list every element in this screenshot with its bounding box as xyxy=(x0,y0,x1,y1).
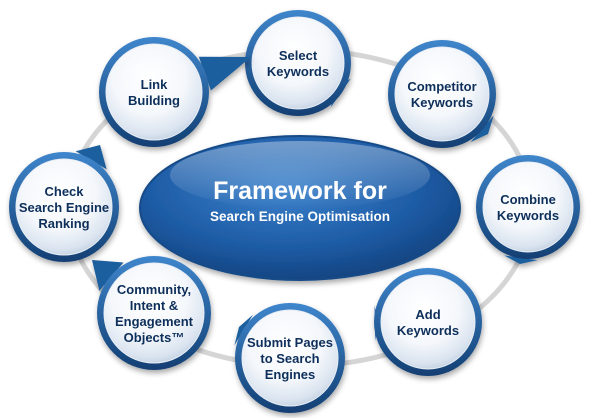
node-label-submit-pages: to Search xyxy=(260,351,319,366)
node-pointer xyxy=(92,260,124,291)
node-label-link-building: Link xyxy=(141,77,168,92)
node-pointer xyxy=(75,145,107,170)
node-check-ranking xyxy=(9,145,119,262)
node-label-combine-keywords: Keywords xyxy=(497,208,559,223)
node-submit-pages xyxy=(234,303,345,413)
node-select-keywords xyxy=(245,10,351,116)
node-link-building xyxy=(99,37,251,147)
node-combine-keywords xyxy=(476,155,580,264)
nodes-layer: SelectKeywordsCompetitorKeywordsCombineK… xyxy=(9,10,580,413)
node-bubble xyxy=(103,262,205,364)
node-label-competitor-keywords: Keywords xyxy=(411,95,473,110)
node-label-competitor-keywords: Competitor xyxy=(407,79,476,94)
node-label-submit-pages: Engines xyxy=(265,367,316,382)
center-title: Framework for xyxy=(213,177,387,205)
node-label-community-objects: Community, xyxy=(117,282,191,297)
node-bubble xyxy=(15,158,113,256)
node-pointer xyxy=(504,255,538,264)
node-add-keywords xyxy=(374,268,482,376)
node-label-add-keywords: Keywords xyxy=(397,323,459,338)
center-subtitle: Search Engine Optimisation xyxy=(210,209,390,224)
node-bubble xyxy=(394,46,490,142)
node-label-community-objects: Intent & xyxy=(130,298,178,313)
node-pointer xyxy=(198,56,251,91)
node-label-combine-keywords: Combine xyxy=(500,192,556,207)
node-label-check-ranking: Check xyxy=(44,184,84,199)
node-label-community-objects: Engagement xyxy=(115,314,194,329)
node-label-check-ranking: Ranking xyxy=(38,216,89,231)
node-competitor-keywords xyxy=(388,40,496,148)
node-label-add-keywords: Add xyxy=(415,307,440,322)
node-bubble xyxy=(482,161,574,253)
node-bubble xyxy=(251,16,345,110)
node-label-check-ranking: Search Engine xyxy=(19,200,109,215)
node-label-submit-pages: Submit Pages xyxy=(247,335,333,350)
node-label-link-building: Building xyxy=(128,93,180,108)
node-label-select-keywords: Keywords xyxy=(267,64,329,79)
node-community-objects xyxy=(92,256,211,370)
node-label-select-keywords: Select xyxy=(279,48,318,63)
node-bubble xyxy=(380,274,476,370)
node-bubble xyxy=(105,43,203,141)
center-ellipse xyxy=(139,135,461,281)
node-label-community-objects: Objects™ xyxy=(124,330,185,345)
node-bubble xyxy=(241,309,339,407)
